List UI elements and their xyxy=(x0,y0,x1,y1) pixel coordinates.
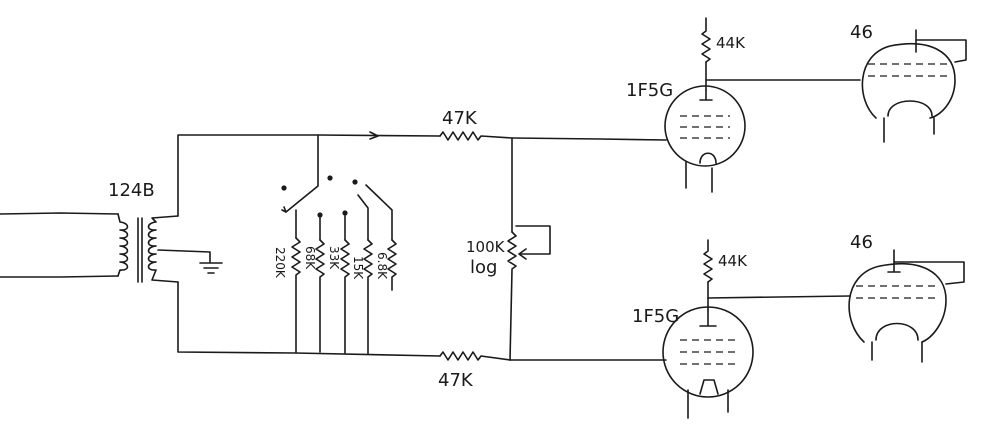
pot-wiper-arrow xyxy=(518,248,527,260)
selector-resistor xyxy=(387,239,397,291)
resistor-lead xyxy=(365,184,393,241)
tube-pins xyxy=(685,161,713,193)
selector-resistor xyxy=(340,239,350,354)
selector-resistor-label: 6.8K xyxy=(375,252,389,280)
output-tube-top xyxy=(861,29,967,143)
output-tube-top-label: 46 xyxy=(850,22,873,43)
bottom-rail xyxy=(177,281,441,357)
input-wire-bottom xyxy=(0,275,119,278)
tube-plate xyxy=(887,249,901,273)
switch-contact xyxy=(352,179,358,185)
switch-wiper-tip xyxy=(281,206,287,213)
transformer-primary-coil xyxy=(117,213,129,277)
selector-resistor xyxy=(315,239,325,353)
pot-taper-label: log xyxy=(470,257,497,278)
switch-wiper xyxy=(285,134,319,213)
tube-filament xyxy=(875,322,919,341)
tube-envelope xyxy=(861,42,956,119)
tube-plate xyxy=(699,309,717,327)
top-rail xyxy=(177,134,441,217)
transformer-secondary-coil xyxy=(147,215,179,283)
transformer-label: 124B xyxy=(108,180,155,201)
tube-filament xyxy=(699,152,717,164)
switch-contact xyxy=(317,212,323,218)
tube-pins xyxy=(687,389,729,419)
pot-wiper xyxy=(515,225,551,255)
grid-wire-top xyxy=(511,137,667,141)
transformer xyxy=(117,213,211,283)
selector-resistor xyxy=(363,239,373,355)
pot-value-label: 100K xyxy=(466,238,506,256)
plate-load-top xyxy=(701,17,711,63)
plate-load-bottom-label: 44K xyxy=(718,252,748,270)
output-tube-bottom xyxy=(848,249,965,363)
resistor-lead xyxy=(357,194,369,241)
switch-contact xyxy=(281,185,287,191)
tube-plate xyxy=(699,89,713,101)
transformer-center-tap xyxy=(157,249,211,263)
output-tube-bottom-label: 46 xyxy=(850,232,873,253)
tube-top-cap-lead xyxy=(915,39,967,63)
selector-resistor-label: 33K xyxy=(327,246,341,270)
tube-top-cap-lead xyxy=(893,261,965,285)
selector-resistor-label: 68K xyxy=(303,246,317,270)
coupling-wire-bottom xyxy=(707,295,851,299)
tube-envelope xyxy=(664,85,746,167)
pot-resistor xyxy=(507,231,517,270)
series-resistor-bottom xyxy=(439,351,511,361)
tube-filament xyxy=(699,379,719,395)
tube-pins xyxy=(871,341,923,363)
volume-potentiometer xyxy=(507,137,551,361)
plate-load-top-label: 44K xyxy=(716,34,746,52)
driver-tube-bottom-label: 1F5G xyxy=(632,306,679,327)
switch-contact xyxy=(342,210,348,216)
pot-lower-lead xyxy=(509,269,513,361)
series-resistor-top xyxy=(439,131,513,141)
tube-filament xyxy=(887,100,933,117)
driver-tube-top xyxy=(664,85,746,193)
tube-pins xyxy=(883,117,935,143)
input-wire-top xyxy=(0,212,119,215)
switch-contact xyxy=(327,175,333,181)
driver-tube-top-label: 1F5G xyxy=(626,80,673,101)
tube-envelope xyxy=(848,262,947,343)
ground-icon xyxy=(199,262,223,274)
selector-switch xyxy=(281,134,358,218)
series-resistor-top-label: 47K xyxy=(442,108,478,129)
top-rail-arrow xyxy=(369,131,379,140)
selector-resistor xyxy=(291,237,301,353)
selector-resistor-label: 220K xyxy=(273,247,287,279)
selector-resistor-label: 15K xyxy=(351,256,365,280)
plate-load-bottom xyxy=(703,239,713,283)
series-resistor-bottom-label: 47K xyxy=(438,370,474,391)
